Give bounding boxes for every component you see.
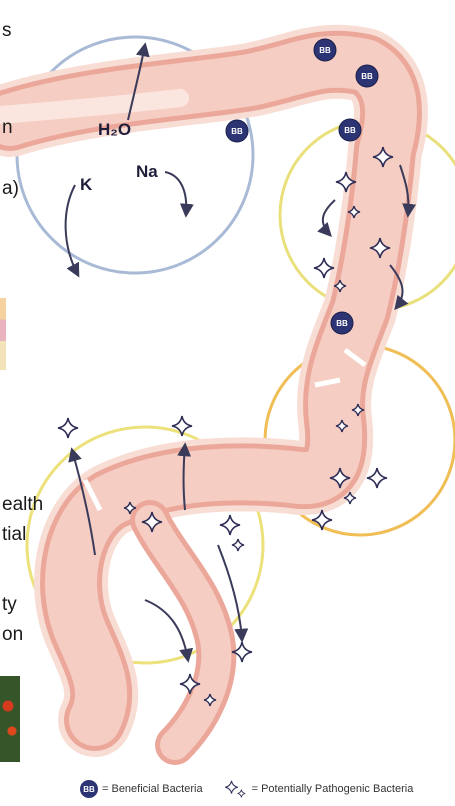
cropped-photo	[0, 676, 20, 762]
beneficial-bacteria-label: BB	[344, 126, 356, 135]
beneficial-bacteria-label: BB	[336, 319, 348, 328]
edge-fragment-1: s	[2, 20, 12, 42]
pathogenic-bacteria	[367, 468, 387, 488]
edge-fragment-7: on	[2, 624, 23, 646]
beneficial-bacteria: BB	[339, 119, 361, 141]
cropped-figure	[0, 298, 6, 370]
legend-pp-icon	[223, 780, 249, 798]
beneficial-bacteria: BB	[226, 120, 248, 142]
beneficial-bacteria: BB	[356, 65, 378, 87]
label-potassium: K	[80, 175, 92, 195]
intestine-tube	[0, 62, 391, 745]
legend-bb-label: = Beneficial Bacteria	[102, 783, 203, 795]
label-water: H₂O	[98, 120, 131, 140]
pathogenic-bacteria	[172, 416, 192, 436]
legend: BB = Beneficial Bacteria = Potentially P…	[80, 778, 452, 800]
pathogenic-bacteria	[58, 418, 78, 438]
legend-bb-icon: BB	[80, 780, 98, 798]
pathogenic-bacteria	[220, 515, 240, 535]
edge-fragment-2: n	[2, 117, 13, 139]
edge-fragment-3: a)	[2, 178, 19, 200]
edge-fragment-5: tial	[2, 524, 26, 546]
edge-fragment-6: ty	[2, 594, 17, 616]
label-sodium: Na	[136, 162, 158, 182]
pathogenic-bacteria-small	[232, 539, 244, 551]
beneficial-bacteria: BB	[331, 312, 353, 334]
sodium-arrow	[165, 172, 186, 215]
beneficial-bacteria: BB	[314, 39, 336, 61]
beneficial-bacteria-label: BB	[361, 72, 373, 81]
legend-pp-label: = Potentially Pathogenic Bacteria	[252, 783, 414, 795]
beneficial-bacteria-label: BB	[319, 46, 331, 55]
edge-fragment-4: ealth	[2, 494, 43, 516]
beneficial-bacteria-label: BB	[231, 127, 243, 136]
potassium-arrow	[66, 185, 78, 275]
